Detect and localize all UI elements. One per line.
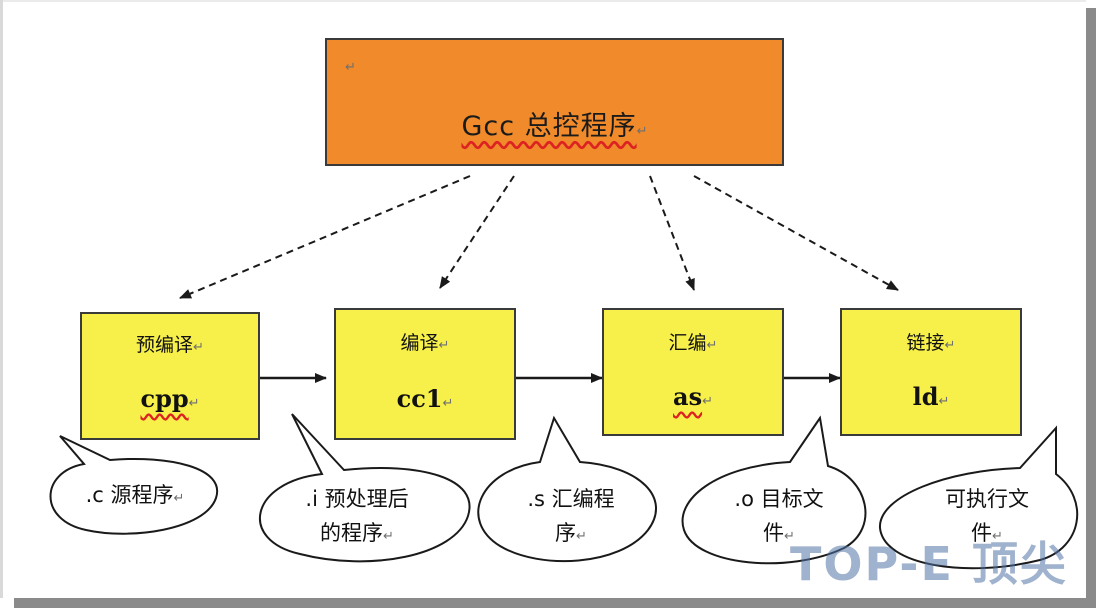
frame-shadow-bottom xyxy=(14,598,1096,608)
return-mark: ↵ xyxy=(944,338,956,353)
stage-box-preprocess: 预编译↵ cpp↵ xyxy=(80,312,260,440)
stage-label: 汇编 xyxy=(668,332,707,354)
file-label-line: 可执行文 xyxy=(945,487,1029,511)
return-mark: ↵ xyxy=(706,338,718,353)
return-mark: ↵ xyxy=(992,529,1003,544)
file-label-s-assembly: .s 汇编程 序↵ xyxy=(486,482,656,554)
file-label-line: 的程序 xyxy=(320,521,384,545)
return-mark: ↵ xyxy=(173,491,185,506)
stage-box-assemble: 汇编↵ as↵ xyxy=(602,308,784,436)
stage-label: 编译 xyxy=(400,332,439,354)
return-mark: ↵ xyxy=(636,124,648,139)
bubble-i-preprocessed xyxy=(258,413,471,563)
return-mark: ↵ xyxy=(938,394,950,409)
file-label-o-object: .o 目标文 件↵ xyxy=(690,482,868,554)
return-mark: ↵ xyxy=(193,340,204,355)
return-mark: ↵ xyxy=(188,396,200,411)
file-label-line: .o 目标文 xyxy=(734,487,824,511)
dashed-arrow-to-as xyxy=(649,175,695,291)
return-mark: ↵ xyxy=(383,529,394,544)
file-label-line: 件 xyxy=(971,521,993,545)
stage-program: cpp xyxy=(140,384,189,413)
stage-label: 链接 xyxy=(906,332,945,354)
gcc-driver-box: ↵ Gcc 总控程序↵ xyxy=(325,38,784,166)
frame-top-edge xyxy=(0,0,1086,2)
bubble-executable xyxy=(878,425,1079,570)
return-mark: ↵ xyxy=(438,338,450,353)
dashed-arrow-to-ld xyxy=(693,175,899,291)
bubble-s-assembly xyxy=(477,415,658,563)
stage-program: cc1 xyxy=(396,384,443,413)
file-label-executable: 可执行文 件↵ xyxy=(896,482,1078,554)
stage-program: as xyxy=(673,382,703,411)
watermark-logo: TOP-E 顶尖 xyxy=(790,537,1068,591)
bubble-o-object xyxy=(681,415,867,565)
stage-box-link: 链接↵ ld↵ xyxy=(840,308,1022,436)
return-mark: ↵ xyxy=(702,394,713,409)
file-label-line: .s 汇编程 xyxy=(527,487,615,511)
file-label-line: 序 xyxy=(555,521,577,545)
gcc-driver-title: Gcc 总控程序 xyxy=(461,111,637,142)
file-label-c-source: .c 源程序↵ xyxy=(50,478,220,516)
stage-box-compile: 编译↵ cc1↵ xyxy=(334,308,516,440)
frame-shadow-right xyxy=(1086,8,1096,608)
frame-left-edge xyxy=(0,0,3,598)
dashed-arrow-to-cc1 xyxy=(439,175,515,289)
return-mark: ↵ xyxy=(784,529,795,544)
stage-label: 预编译 xyxy=(136,334,194,356)
return-mark: ↵ xyxy=(576,529,587,544)
file-label-line: .i 预处理后 xyxy=(305,487,409,511)
return-mark: ↵ xyxy=(442,396,454,411)
stage-program: ld xyxy=(912,382,939,411)
dashed-arrow-to-cpp xyxy=(179,175,471,299)
file-label-line: 件 xyxy=(763,521,785,545)
bubble-c-source xyxy=(49,435,219,535)
file-label-i-preprocessed: .i 预处理后 的程序↵ xyxy=(250,482,464,554)
return-mark: ↵ xyxy=(345,60,356,75)
file-label-line: .c 源程序 xyxy=(85,483,174,507)
